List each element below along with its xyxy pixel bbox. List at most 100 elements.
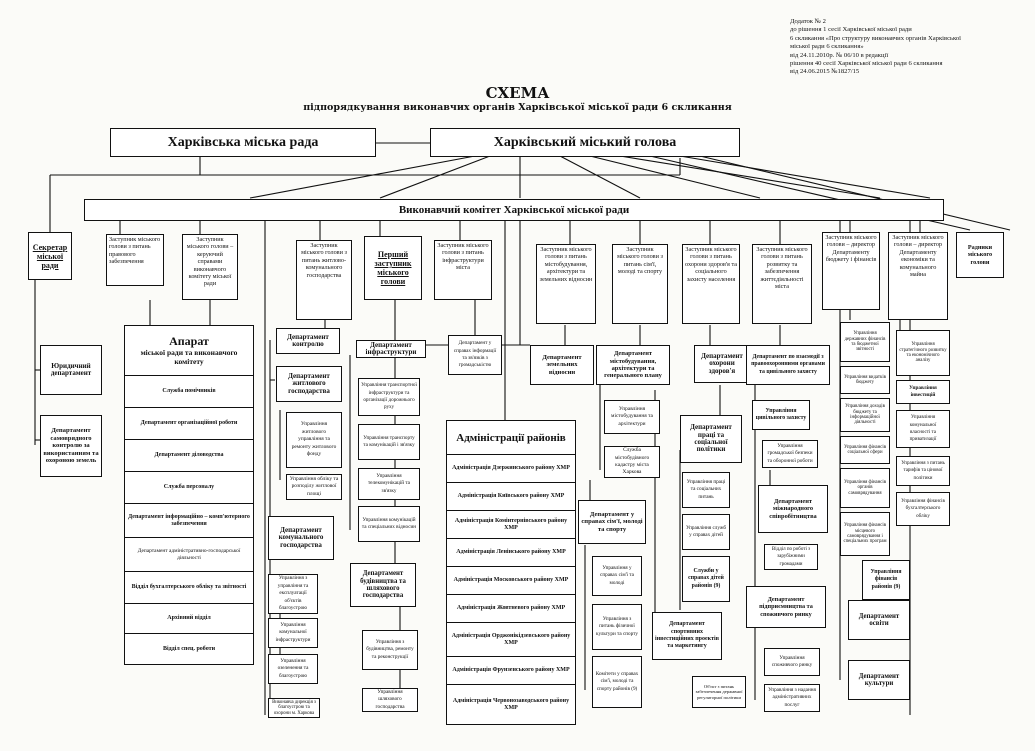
deputy-health-box: Заступник міського голови з питань охоро… xyxy=(682,244,740,324)
deputy-housing-box: Заступник міського голови з питань житло… xyxy=(296,240,352,320)
district-item: Адміністрація Червонозаводського району … xyxy=(452,697,570,711)
apparatus-item: Департамент інформаційно – комп'ютерного… xyxy=(125,504,253,538)
first-deputy-box: Перший заступник міського голови xyxy=(364,236,422,300)
deputy-affairs-box: Заступник міського голови – керуючий спр… xyxy=(182,234,238,300)
international-sub-box: Відділ по роботі з зарубіжними громадами xyxy=(764,544,818,570)
communal-sub-box: Управління комунальної інфраструктури xyxy=(268,618,318,648)
document-note: Додаток № 2 до рішення 1 сесії Харківськ… xyxy=(790,18,1030,77)
regulatory-policy-box: Об'єкт з питань забезпечення державної р… xyxy=(692,676,746,708)
health-dept-box: Департамент охорони здоров'я xyxy=(694,345,750,383)
note-line: 6 скликання «Про структуру виконавчих ор… xyxy=(790,34,962,42)
note-line: до рішення 1 сесії Харківської міської р… xyxy=(790,26,912,34)
entrepreneurship-dept-box: Департамент підприємництва та споживчого… xyxy=(746,586,826,628)
district-item: Адміністрація Орджонікідзевського району… xyxy=(447,623,575,657)
land-relations-dept-box: Департамент земельних відносин xyxy=(530,345,594,385)
education-dept-box: Департамент освіти xyxy=(848,600,910,640)
diagram-subtitle: підпорядкування виконавчих органів Харкі… xyxy=(303,102,732,113)
finance-sub-box: Управління фінансів місцевого самоврядув… xyxy=(840,512,890,556)
housing-sub-box: Управління житлового управління та ремон… xyxy=(286,412,342,468)
building-sub-box: Управління з будівництва, ремонту та рек… xyxy=(362,630,418,670)
advisors-box: Радники міського голови xyxy=(956,232,1004,278)
district-item: Адміністрація Жовтневого району ХМР xyxy=(447,595,575,623)
deputy-infrastructure-box: Заступник міського голови з питань інфра… xyxy=(434,240,492,300)
note-line: від 24.11.2010р. № 06/10 в редакції xyxy=(790,51,889,59)
economy-sub-box: Управління фінансів бухгалтерського облі… xyxy=(896,492,950,526)
note-line: Додаток № 2 xyxy=(790,18,826,25)
international-dept-box: Департамент міжнародного співробітництва xyxy=(758,485,828,533)
finance-sub-box: Управління видатків бюджету xyxy=(840,366,890,394)
sport-projects-dept-box: Департамент спортивних інвестиційних про… xyxy=(652,612,722,660)
finance-sub-box: Управління фінансів соціальної сфери xyxy=(840,436,890,464)
executive-committee-box: Виконавчий комітет Харківської міської р… xyxy=(84,199,944,221)
finance-district-box: Управління фінансів районів (9) xyxy=(862,560,910,600)
labor-sub-box: Управління служб у справах дітей xyxy=(682,514,730,550)
apparatus-item: Архівний відділ xyxy=(125,604,253,634)
apparatus-item: Департамент адміністративно-господарсько… xyxy=(125,538,253,572)
law-enforcement-dept-box: Департамент по взаємодії з правоохоронни… xyxy=(746,345,830,385)
information-dept-box: Департамент у справах інформації та зв'я… xyxy=(448,335,502,375)
economy-sub-box: Управління комунальної власності та прив… xyxy=(896,410,950,448)
mayor-box: Харківський міський голова xyxy=(430,128,740,157)
communal-dept-box: Департамент комунального господарства xyxy=(268,516,334,560)
note-line: від 24.06.2015 №1827/15 xyxy=(790,68,860,76)
legal-dept-box: Юридичний департамент xyxy=(40,345,102,395)
labor-dept-box: Департамент праці та соціальної політики xyxy=(680,415,742,463)
diagram-title: СХЕМА xyxy=(485,84,550,102)
deputy-development-box: Заступник міського голови з питань розви… xyxy=(752,244,812,324)
apparatus-panel: Апарат міської ради та виконавчого коміт… xyxy=(124,325,254,665)
urban-dept-box: Департамент містобудування, архітектури … xyxy=(596,345,670,385)
culture-dept-box: Департамент культури xyxy=(848,660,910,700)
civil-protection-box: Управління цивільного захисту xyxy=(752,400,810,430)
district-item: Адміністрація Фрунзенського району ХМР xyxy=(447,657,575,685)
apparatus-subtitle: міської ради та виконавчого комітету xyxy=(140,348,238,366)
district-item: Адміністрація Ленінського району ХМР xyxy=(447,539,575,567)
family-sub-box: Управління у справах сім'ї та молоді xyxy=(592,556,642,596)
note-line: міської ради 6 скликання» xyxy=(790,43,864,51)
deputy-economy-box: Заступник міського голови – директор Деп… xyxy=(888,232,948,320)
apparatus-item: Департамент діловодства xyxy=(125,440,253,472)
labor-sub-box: Служби у справах дітей районів (9) xyxy=(682,556,730,602)
district-item: Адміністрація Комінтернівського району Х… xyxy=(447,511,575,539)
infra-sub-box: Управління телекомунікацій та зв'язку xyxy=(358,468,420,500)
entrepreneurship-sub-box: Управління з надання адміністративних по… xyxy=(764,684,820,712)
infra-sub-box: Управління транспорту та комунікацій і з… xyxy=(358,424,420,460)
finance-sub-box: Управління доходів бюджету та інформацій… xyxy=(840,398,890,432)
control-dept-box: Департамент контролю xyxy=(276,328,340,354)
family-dept-box: Департамент у справах сім'ї, молоді та с… xyxy=(578,500,646,544)
family-sub-box: Комітети у справах сім'ї, молоді та спор… xyxy=(592,656,642,708)
deputy-legal-box: Заступник міського голови з питань право… xyxy=(106,234,164,286)
entrepreneurship-sub-box: Управління споживчого ринку xyxy=(764,648,820,676)
infra-sub-box: Управління комунікацій та спеціальних ві… xyxy=(358,506,420,542)
housing-sub-box: Управління обліку та розподілу житлової … xyxy=(286,474,342,500)
building-sub-box: Управління шляхового господарства xyxy=(362,688,418,712)
deputy-family-box: Заступник міського голови з питань сім'ї… xyxy=(612,244,668,324)
secretary-box: Секретар міської ради xyxy=(28,232,72,280)
urban-sub-box: Служба містобудівного кадастру міста Хар… xyxy=(604,446,660,478)
family-sub-box: Управління з питань фізичної культури та… xyxy=(592,604,642,650)
land-control-dept-box: Департамент самоврядного контролю за вик… xyxy=(40,415,102,477)
apparatus-item: Відділ бухгалтерського обліку та звітнос… xyxy=(125,572,253,604)
apparatus-item: Відділ спец. роботи xyxy=(162,645,216,652)
infrastructure-dept-box: Департамент інфраструктури xyxy=(356,340,426,358)
apparatus-item: Служба помічників xyxy=(125,376,253,408)
housing-dept-box: Департамент житлового господарства xyxy=(276,366,342,402)
communal-sub-box: Управління озеленення та благоустрою xyxy=(268,654,318,684)
district-item: Адміністрація Київського району ХМР xyxy=(447,483,575,511)
finance-sub-box: Управління державних фінансів та бюджетн… xyxy=(840,322,890,362)
districts-panel: Адміністрації районів Адміністрація Дзер… xyxy=(446,420,576,725)
civil-sub-box: Управління громадської безпеки та оборон… xyxy=(762,440,818,468)
landscaping-directorate-box: Виконавча дирекція з благоустрою та охор… xyxy=(268,698,320,718)
district-item: Адміністрація Дзержинського району ХМР xyxy=(447,455,575,483)
labor-sub-box: Управління праці та соціальних питань xyxy=(682,472,730,508)
districts-title: Адміністрації районів xyxy=(447,421,575,455)
infra-sub-box: Управління транспортної інфраструктури т… xyxy=(358,378,420,416)
apparatus-header: Апарат міської ради та виконавчого коміт… xyxy=(125,326,253,376)
finance-sub-box: Управління фінансів органів самоврядуван… xyxy=(840,468,890,508)
apparatus-item: Департамент організаційної роботи xyxy=(125,408,253,440)
economy-sub-box: Управління стратегічного розвитку та еко… xyxy=(896,330,950,376)
deputy-finance-box: Заступник міського голови – директор Деп… xyxy=(822,232,880,310)
district-item: Адміністрація Московського району ХМР xyxy=(447,567,575,595)
apparatus-item: Служба персоналу xyxy=(125,472,253,504)
economy-sub-box: Управління інвестицій xyxy=(896,380,950,404)
deputy-urban-box: Заступник міського голови з питань місто… xyxy=(536,244,596,324)
